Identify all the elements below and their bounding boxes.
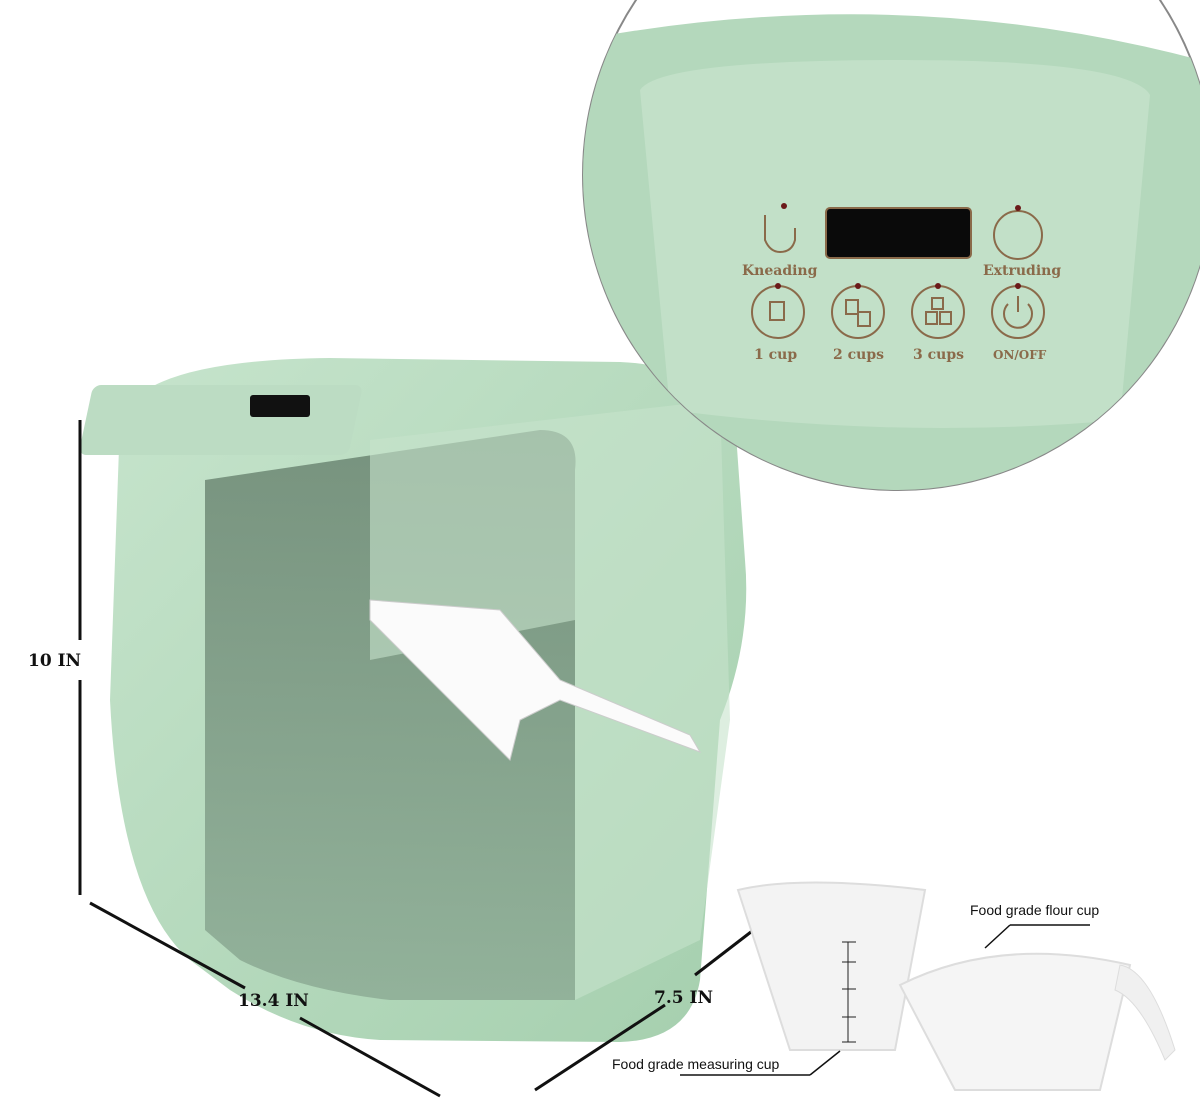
callout-lines: [680, 924, 1090, 1076]
measuring-cup-label: Food grade measuring cup: [612, 1056, 780, 1072]
dimension-lines: [78, 420, 761, 1098]
on-off-button-label: ON/OFF: [993, 348, 1047, 362]
flour-cup: [898, 952, 1176, 1091]
one-cup-button-label: 1 cup: [754, 347, 797, 363]
depth-dimension: 7.5 IN: [654, 988, 713, 1008]
three-cups-button-label: 3 cups: [913, 347, 964, 363]
two-cups-button-label: 2 cups: [833, 347, 884, 363]
length-dimension: 13.4 IN: [238, 991, 309, 1011]
flour-cup-label: Food grade flour cup: [970, 902, 1099, 918]
control-panel-inset: Kneading Extruding 1 cup 2 cups 3 cups O…: [582, 0, 1200, 491]
kneading-hand-icon: [764, 215, 796, 254]
extruding-button-label: Extruding: [983, 263, 1061, 279]
pasta-machine: [79, 358, 747, 1042]
kneading-button-label: Kneading: [742, 263, 818, 279]
height-dimension: 10 IN: [28, 651, 81, 671]
display-screen: [825, 207, 972, 259]
measuring-cup: [736, 881, 927, 1051]
